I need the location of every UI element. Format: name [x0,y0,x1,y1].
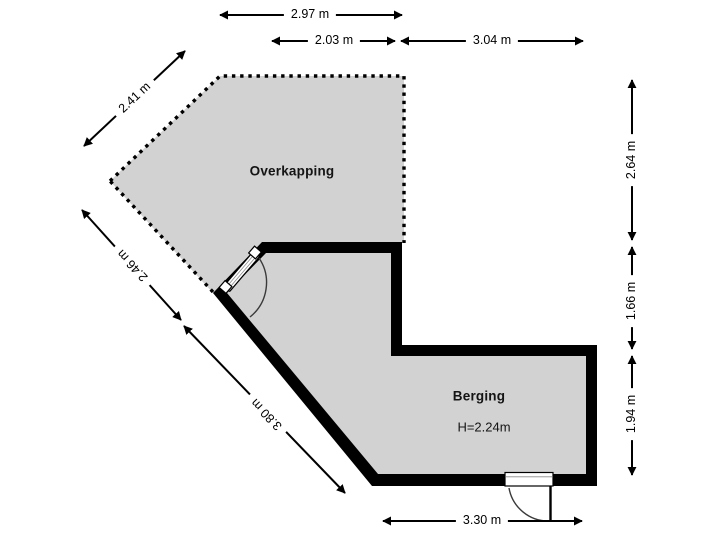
berging-height-note: H=2.24m [457,419,511,435]
dim-label-right-upper: 2.64 m [623,133,641,187]
berging-floor [227,253,586,474]
overkapping-label: Overkapping [249,163,335,179]
dim-label-right-lower: 1.94 m [623,387,641,441]
interior-door-jamb-bottom [218,279,233,295]
berging-label: Berging [452,388,506,404]
dim-label-bottom: 3.30 m [455,512,509,530]
dim-label-top-left: 2.03 m [307,32,361,50]
dim-label-top-right: 3.04 m [465,32,519,50]
exterior-door-frame [504,471,554,487]
interior-door-swing-arc [249,257,268,318]
exterior-door-swing-arc [508,487,550,522]
dim-label-right-middle: 1.66 m [623,274,641,328]
dim-label-top-total: 2.97 m [283,6,337,24]
interior-door-jamb-top [247,245,263,260]
